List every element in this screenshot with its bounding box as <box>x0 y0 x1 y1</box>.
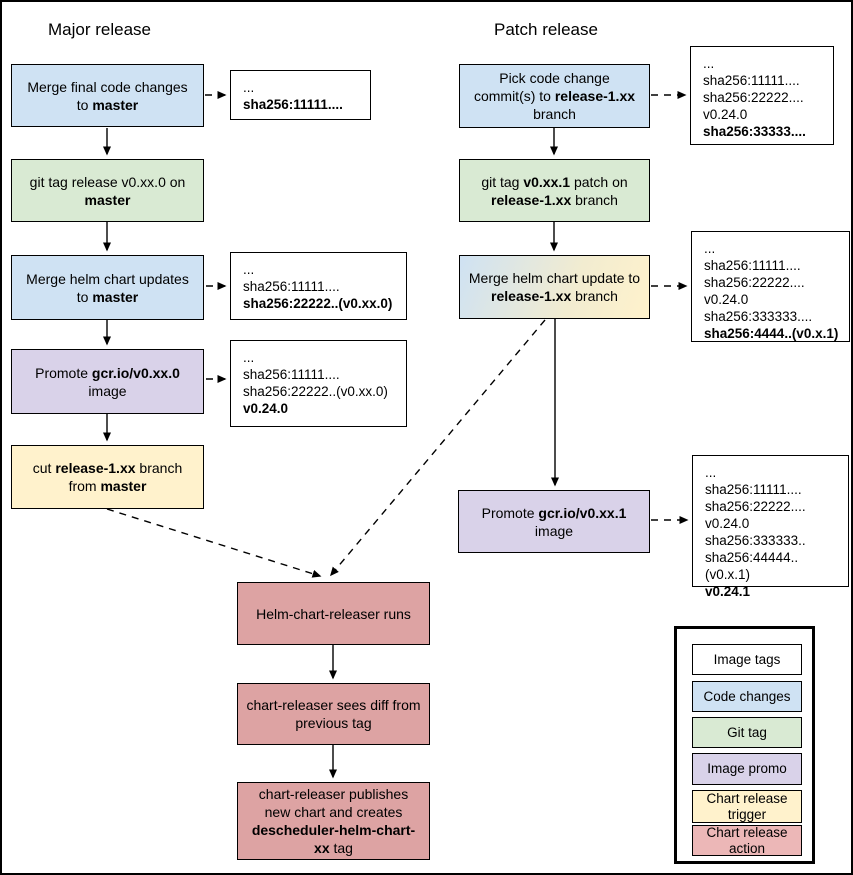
flow-box-major-merge-final-code: Merge final code changes to master <box>11 64 204 127</box>
legend-label: Chart release trigger <box>706 791 788 822</box>
flow-box-label: chart-releaser sees diff from previous t… <box>246 697 421 731</box>
legend-label: Chart release action <box>706 825 788 856</box>
flow-box-label: Merge final code changes to master <box>27 78 188 113</box>
flow-box-releaser-publishes: chart-releaser publishes new chart and c… <box>237 782 430 860</box>
annotation-major-promote: ...sha256:11111....sha256:22222..(v0.xx.… <box>230 340 407 427</box>
annotation-patch-promote: ...sha256:11111....sha256:22222....v0.24… <box>692 455 849 599</box>
legend: Image tags Code changes Git tag Image pr… <box>674 626 815 864</box>
flow-box-label: Helm-chart-releaser runs <box>256 605 411 622</box>
flow-box-label: Pick code change commit(s) to release-1.… <box>473 70 636 122</box>
flow-box-patch-git-tag: git tag v0.xx.1 patch on release-1.xx br… <box>459 159 650 222</box>
annotation-patch-merge-helm: ...sha256:11111....sha256:22222....v0.24… <box>691 231 850 342</box>
annotation-patch-pick: ...sha256:11111....sha256:22222....v0.24… <box>690 46 834 145</box>
legend-item-chart-action: Chart release action <box>692 825 802 856</box>
flow-box-label: cut release-1.xx branch from master <box>32 460 183 494</box>
flow-box-patch-promote-image: Promote gcr.io/v0.xx.1 image <box>458 490 650 553</box>
legend-label: Image tags <box>713 651 781 667</box>
flow-box-label: Merge helm chart updates to master <box>26 270 189 305</box>
flow-box-patch-pick-commits: Pick code change commit(s) to release-1.… <box>459 64 650 128</box>
legend-item-chart-trigger: Chart release trigger <box>692 790 802 823</box>
legend-item-image-tags: Image tags <box>692 644 802 675</box>
flow-box-major-git-tag: git tag release v0.xx.0 on master <box>11 159 204 222</box>
flow-box-releaser-runs: Helm-chart-releaser runs <box>237 582 430 645</box>
legend-item-git-tag: Git tag <box>692 717 802 748</box>
legend-label: Code changes <box>703 688 791 704</box>
flow-box-major-cut-release-branch: cut release-1.xx branch from master <box>11 445 204 509</box>
legend-item-image-promo: Image promo <box>692 753 802 785</box>
flow-box-label: Merge helm chart update to release-1.xx … <box>468 270 641 304</box>
flow-box-label: Promote gcr.io/v0.xx.0 image <box>35 364 180 399</box>
flow-box-major-promote-image: Promote gcr.io/v0.xx.0 image <box>11 349 204 414</box>
flow-box-label: chart-releaser publishes new chart and c… <box>251 786 416 856</box>
flow-box-patch-merge-helm-chart: Merge helm chart update to release-1.xx … <box>459 255 650 319</box>
legend-label: Image promo <box>707 761 787 777</box>
legend-item-code-changes: Code changes <box>692 681 802 712</box>
major-release-title: Major release <box>48 20 151 39</box>
dashed-arrow-cut-branch-to-releaser <box>106 508 322 578</box>
legend-label: Git tag <box>727 724 767 740</box>
annotation-major-merge-final: ...sha256:11111.... <box>230 70 371 120</box>
flow-box-label: Promote gcr.io/v0.xx.1 image <box>481 504 627 539</box>
flow-box-releaser-sees-diff: chart-releaser sees diff from previous t… <box>237 683 430 745</box>
annotation-major-merge-helm: ...sha256:11111....sha256:22222..(v0.xx.… <box>230 252 407 320</box>
flow-box-label: git tag v0.xx.1 patch on release-1.xx br… <box>481 173 628 208</box>
patch-release-title: Patch release <box>494 20 598 39</box>
flow-box-label: git tag release v0.xx.0 on master <box>29 173 186 208</box>
flow-box-major-merge-helm-chart: Merge helm chart updates to master <box>11 255 204 320</box>
